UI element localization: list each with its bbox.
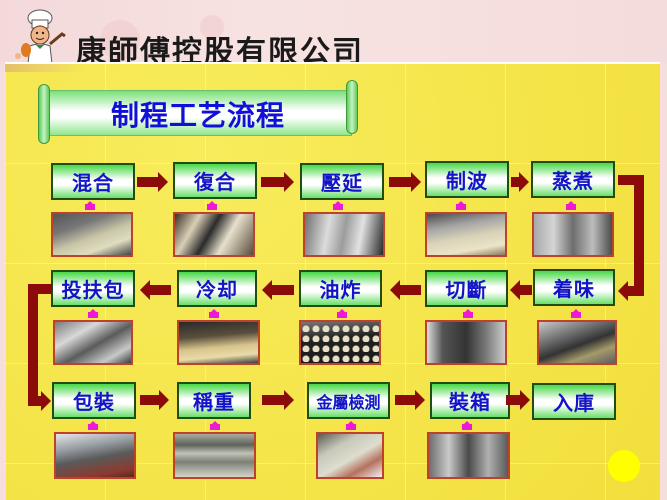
decor-yellow-circle <box>608 450 640 482</box>
up-arrow-icon <box>456 201 466 210</box>
steamer-photo <box>532 212 614 257</box>
scroll-roll-right-icon <box>346 80 358 134</box>
step-cutting: 切斷 <box>425 270 508 307</box>
up-arrow-icon <box>210 421 220 430</box>
arrow-right-icon <box>137 172 168 192</box>
tray-feeding-photo <box>53 320 133 365</box>
banner-scroll-body <box>44 90 352 136</box>
cutting-photo <box>425 320 507 365</box>
step-seasoning: 着味 <box>533 269 615 306</box>
step-waving: 制波 <box>425 161 509 198</box>
up-arrow-icon <box>346 421 356 430</box>
company-name: 康師傅控股有限公司 <box>76 35 364 65</box>
step-boxing: 裝箱 <box>430 382 510 419</box>
connector-top <box>618 175 644 185</box>
step-frying: 油炸 <box>299 270 382 307</box>
up-arrow-icon <box>571 309 581 318</box>
up-arrow-icon <box>209 309 219 318</box>
packaging-photo <box>54 432 136 479</box>
arrow-left-icon <box>262 280 294 300</box>
up-arrow-icon <box>88 309 98 318</box>
arrow-right-icon <box>28 391 51 411</box>
up-arrow-icon <box>566 201 576 210</box>
step-cooling: 冷却 <box>177 270 257 307</box>
frying-photo <box>299 320 381 365</box>
step-mixing: 混合 <box>51 163 135 200</box>
weighing-photo <box>173 432 256 479</box>
step-calendering: 壓延 <box>300 163 384 200</box>
arrow-right-icon <box>395 390 425 410</box>
up-arrow-icon <box>333 201 343 210</box>
header: 康師傅控股有限公司 <box>0 0 667 64</box>
arrow-right-icon <box>261 172 294 192</box>
connector-right-vertical <box>634 175 644 296</box>
calendering-photo <box>303 212 385 257</box>
chef-mascot-icon <box>15 9 66 64</box>
step-packaging: 包裝 <box>52 382 136 419</box>
connector-left-vertical <box>28 284 38 404</box>
title-banner: 制程工艺流程 <box>38 80 358 146</box>
up-arrow-icon <box>337 309 347 318</box>
seasoning-photo <box>537 320 617 365</box>
arrow-right-icon <box>511 172 529 192</box>
up-arrow-icon <box>462 421 472 430</box>
up-arrow-icon <box>207 201 217 210</box>
step-warehousing: 入庫 <box>532 383 616 420</box>
arrow-left-icon <box>618 281 644 301</box>
metal-detector-photo <box>316 432 384 479</box>
cooling-photo <box>177 320 260 365</box>
arrow-left-icon <box>390 280 421 300</box>
waving-machine-photo <box>425 212 507 257</box>
step-tray-feeding: 投扶包 <box>51 270 135 307</box>
arrow-left-icon <box>510 280 532 300</box>
arrow-left-icon <box>140 280 171 300</box>
slide-title: 制程工艺流程 <box>110 99 285 132</box>
arrow-right-icon <box>140 390 169 410</box>
mixing-machine-photo <box>51 212 133 257</box>
step-metal-detection: 金屬檢測 <box>307 382 390 419</box>
arrow-right-icon <box>506 390 530 410</box>
up-arrow-icon <box>85 201 95 210</box>
connector-left-top <box>28 284 52 294</box>
arrow-right-icon <box>262 390 294 410</box>
boxing-photo <box>427 432 510 479</box>
decor-bubble <box>200 15 224 39</box>
decor-bubble <box>100 20 140 60</box>
compound-rolling-photo <box>173 212 255 257</box>
up-arrow-icon <box>88 421 98 430</box>
step-compounding: 復合 <box>173 162 257 199</box>
step-weighing: 稱重 <box>177 382 251 419</box>
step-steaming: 蒸煮 <box>531 161 615 198</box>
arrow-right-icon <box>389 172 421 192</box>
scroll-roll-left-icon <box>38 84 50 144</box>
up-arrow-icon <box>463 309 473 318</box>
